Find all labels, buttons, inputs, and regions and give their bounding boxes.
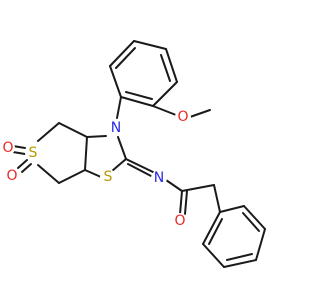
atom-label: O [177,109,188,125]
atom-label: O [6,168,17,184]
atom-o-sulfonyl-left: O [1,140,15,156]
bond [84,136,88,171]
bond [37,122,60,142]
atom-o-carbonyl: O [172,213,188,229]
bond [165,48,178,83]
bond [12,151,26,155]
bond [223,259,257,268]
bond [213,184,221,213]
bond [12,145,26,149]
bond [189,109,211,118]
bond-layer [12,40,266,268]
atom-o-methoxy: O [175,109,191,125]
bond [208,218,223,245]
atom-label: S [29,145,38,161]
bond [58,169,86,184]
bond [152,81,178,107]
bond [152,105,177,116]
atom-label: O [2,140,13,156]
molecule-structure: N N S O O S O O [1,40,266,268]
atom-label: N [111,120,121,136]
bond [37,164,60,184]
bond [120,96,154,107]
atom-label: O [174,213,185,229]
bond [160,54,171,82]
bond [226,253,253,261]
atom-n-ring: N [108,120,124,136]
bond [133,40,167,50]
atom-label: S [104,169,113,185]
bond [202,243,225,268]
bond [219,205,245,213]
bond [179,190,183,215]
atom-s-sulfone: S [25,145,41,161]
bond [202,211,221,245]
bond [116,96,122,119]
bond [21,163,32,173]
bond [111,158,127,172]
bond [165,179,183,192]
bond [255,228,266,261]
bond [109,40,135,67]
bond [17,159,28,169]
bond [181,184,215,192]
atom-n-imine: N [151,170,167,186]
bond [84,169,102,178]
bond [58,122,88,138]
bond [125,158,154,173]
bond [117,136,127,160]
bond [243,205,266,230]
atom-label: N [154,170,164,186]
atom-layer: N N S O O S O O [1,109,191,229]
atom-o-sulfonyl-bottom: O [5,168,19,184]
bond [86,135,107,138]
bond [242,212,260,232]
bond [127,163,154,178]
atom-s-ring: S [100,169,116,185]
bond [115,47,136,69]
bond [109,65,122,98]
bond [184,190,188,215]
bond [125,91,153,100]
